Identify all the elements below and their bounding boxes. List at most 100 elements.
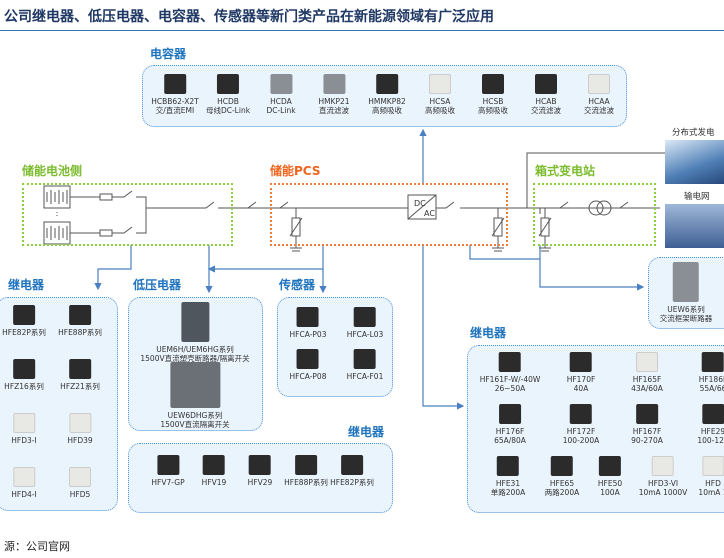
product-image bbox=[702, 404, 724, 424]
product-name: HF167F bbox=[632, 427, 662, 436]
product-name: HFD5 bbox=[69, 490, 91, 499]
product-image bbox=[68, 359, 91, 379]
product-name: HMMKP82 bbox=[368, 97, 406, 106]
product-image bbox=[202, 455, 225, 475]
relay-bottom-label: 继电器 bbox=[348, 425, 385, 439]
product-image bbox=[12, 467, 35, 487]
product-item: HFD3-I bbox=[11, 413, 37, 445]
product-item: HFE88P系列 bbox=[58, 305, 102, 337]
product-image bbox=[248, 455, 271, 475]
product-name: HCSA bbox=[429, 97, 451, 106]
product-image bbox=[297, 349, 319, 369]
product-desc: 43A/60A bbox=[631, 384, 663, 393]
product-item: HF186F55A/66 bbox=[699, 352, 724, 393]
capacitor-label: 电容器 bbox=[150, 47, 187, 61]
power-grid-image bbox=[665, 204, 724, 248]
product-desc: 高频吸收 bbox=[371, 106, 402, 115]
sensor-label: 传感器 bbox=[279, 278, 316, 292]
product-image bbox=[635, 404, 658, 424]
product-desc: 10mA 1 bbox=[698, 488, 724, 497]
product-desc: 母线DC-Link bbox=[205, 106, 251, 115]
product-desc: DC-Link bbox=[266, 106, 296, 115]
product-name: HFE82P系列 bbox=[2, 328, 46, 337]
product-name: HFE50 bbox=[597, 479, 623, 488]
product-item: HFV29 bbox=[248, 455, 272, 487]
title-divider bbox=[0, 30, 724, 31]
product-name: HFZ16系列 bbox=[4, 382, 44, 391]
product-image bbox=[181, 302, 209, 342]
product-image bbox=[701, 456, 724, 476]
product-item: HFD4-I bbox=[11, 467, 37, 499]
product-image bbox=[550, 456, 573, 476]
product-image bbox=[636, 352, 658, 372]
product-image bbox=[216, 74, 239, 94]
product-image bbox=[12, 413, 35, 433]
svg-text:AC: AC bbox=[424, 209, 435, 218]
product-name: UEW6DHG系列 bbox=[167, 411, 223, 420]
product-item: HFCA-F01 bbox=[346, 349, 384, 381]
product-name: HF176F bbox=[495, 427, 525, 436]
product-name: HFE31 bbox=[495, 479, 521, 488]
product-name: UEM6H/UEM6HG系列 bbox=[156, 345, 234, 354]
product-item: HFE82P系列 bbox=[330, 455, 374, 487]
product-item: HFV7-GP bbox=[151, 455, 185, 487]
relay-left-label: 继电器 bbox=[8, 278, 45, 292]
product-item: HFZ16系列 bbox=[4, 359, 44, 391]
product-desc: 40A bbox=[573, 384, 589, 393]
product-desc: 1500V直流隔离开关 bbox=[160, 420, 230, 429]
product-desc: 交流滤波 bbox=[531, 106, 561, 115]
product-image bbox=[12, 359, 35, 379]
product-image bbox=[297, 307, 319, 327]
distributed-gen-label: 分布式发电 bbox=[672, 128, 715, 138]
product-image bbox=[570, 404, 592, 424]
product-image bbox=[499, 352, 521, 372]
product-name: HF161F-W/-40W bbox=[479, 375, 541, 384]
product-image bbox=[535, 74, 557, 94]
product-image bbox=[294, 455, 317, 475]
product-image bbox=[702, 352, 724, 372]
product-name: HF170F bbox=[566, 375, 596, 384]
product-image bbox=[652, 456, 674, 476]
product-image bbox=[588, 74, 610, 94]
product-desc: 1500V直流塑壳断路器/隔离开关 bbox=[140, 354, 250, 363]
product-item: HFD39 bbox=[67, 413, 93, 445]
product-name: HFCA-F01 bbox=[346, 372, 384, 381]
product-desc: 高频吸收 bbox=[478, 106, 508, 115]
product-name: HMKP21 bbox=[318, 97, 350, 106]
source-note: 源：公司官网 bbox=[4, 540, 70, 553]
product-item: HFV19 bbox=[201, 455, 227, 487]
product-name: HCAA bbox=[588, 97, 610, 106]
grid-label: 输电网 bbox=[684, 192, 710, 202]
product-name: HFCA-L03 bbox=[346, 330, 384, 339]
product-desc: 65A/80A bbox=[494, 436, 526, 445]
product-desc: 100-120 bbox=[697, 436, 724, 445]
product-image bbox=[499, 404, 521, 424]
product-item: HFZ21系列 bbox=[60, 359, 100, 391]
product-image bbox=[340, 455, 363, 475]
product-name: HFV19 bbox=[201, 478, 227, 487]
product-desc: 26~50A bbox=[494, 384, 526, 393]
product-desc: 单路200A bbox=[490, 488, 526, 497]
product-item: HFD5 bbox=[69, 467, 91, 499]
product-name: HF165F bbox=[632, 375, 662, 384]
product-image bbox=[68, 305, 91, 325]
product-name: HFE65 bbox=[549, 479, 575, 488]
substation-zone bbox=[533, 183, 656, 246]
